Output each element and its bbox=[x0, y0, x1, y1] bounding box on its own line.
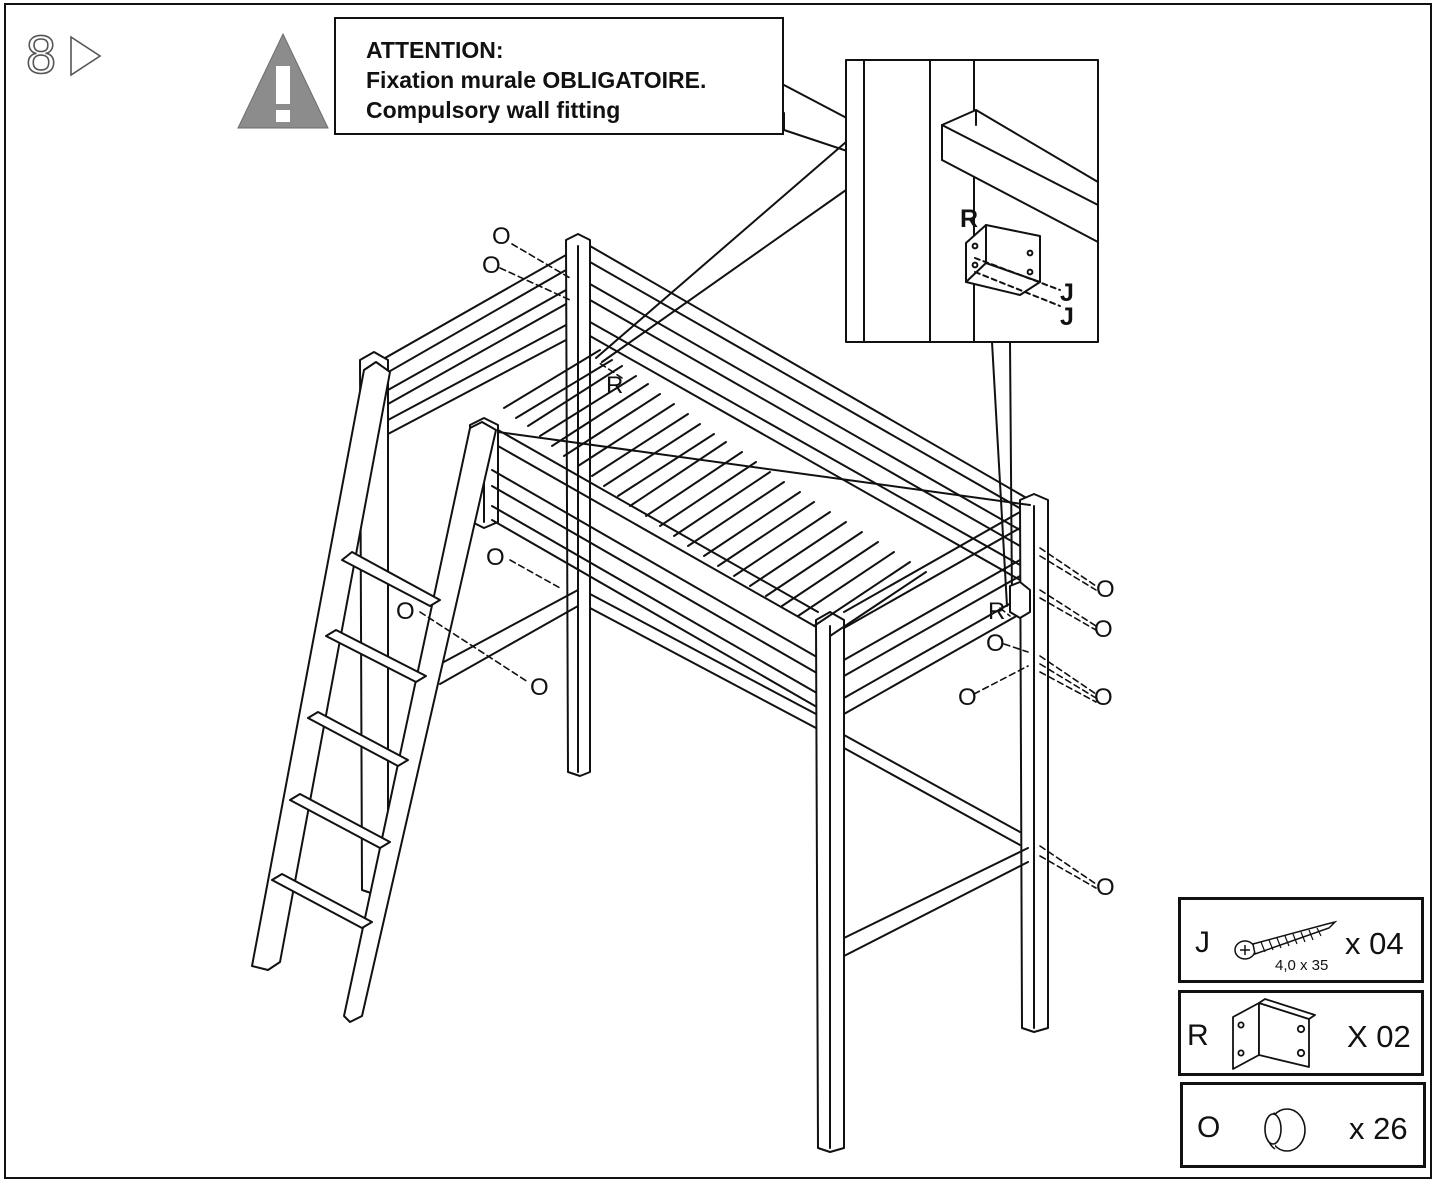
cap-label: O bbox=[958, 684, 977, 711]
part-quantity: x 04 bbox=[1345, 926, 1404, 961]
part-cap: O x 26 bbox=[1180, 1082, 1426, 1168]
detail-bracket-label: R bbox=[960, 205, 979, 233]
callout-lines bbox=[595, 84, 1013, 607]
bracket-label: R bbox=[988, 598, 1006, 625]
page-frame bbox=[4, 3, 1432, 1179]
cap-label: O bbox=[1096, 874, 1115, 901]
cap-label: O bbox=[986, 630, 1005, 657]
warning-icon bbox=[237, 32, 329, 129]
bracket-label: R bbox=[606, 372, 624, 399]
part-quantity: X 02 bbox=[1347, 1019, 1411, 1054]
part-code: R bbox=[1187, 1019, 1209, 1052]
attention-title: ATTENTION: bbox=[366, 37, 504, 63]
wall-fixing-detail bbox=[845, 59, 1099, 343]
part-code: O bbox=[1197, 1111, 1221, 1144]
cap-leader-lines bbox=[419, 243, 1097, 889]
cap-label: O bbox=[486, 544, 505, 571]
screw-icon bbox=[1234, 920, 1338, 960]
attention-text-en: Compulsory wall fitting bbox=[366, 97, 621, 123]
part-code: J bbox=[1195, 926, 1210, 959]
cap-label: O bbox=[1094, 684, 1113, 711]
cap-label: O bbox=[396, 598, 415, 625]
part-bracket: R X 02 bbox=[1178, 990, 1424, 1076]
step-arrow-icon bbox=[70, 35, 102, 77]
screw-size: 4,0 x 35 bbox=[1275, 957, 1329, 974]
cap-label: O bbox=[482, 252, 501, 279]
ladder bbox=[251, 361, 497, 1023]
cap-label: O bbox=[1094, 616, 1113, 643]
detail-screw-label: J bbox=[1060, 279, 1074, 307]
cap-label: O bbox=[530, 674, 549, 701]
part-quantity: x 26 bbox=[1349, 1111, 1408, 1146]
detail-screw-label: J bbox=[1060, 303, 1074, 331]
attention-text-fr: Fixation murale OBLIGATOIRE. bbox=[366, 67, 707, 93]
cap-icon bbox=[1264, 1108, 1306, 1152]
step-number: 8 bbox=[25, 25, 57, 85]
bed-frame bbox=[359, 233, 1049, 1153]
attention-notice: ATTENTION: Fixation murale OBLIGATOIRE. … bbox=[334, 17, 784, 135]
cap-label: O bbox=[1096, 576, 1115, 603]
angle-bracket-icon bbox=[1232, 998, 1316, 1070]
cap-label: O bbox=[492, 223, 511, 250]
part-screw: J 4,0 x 35 x 04 bbox=[1178, 897, 1424, 983]
